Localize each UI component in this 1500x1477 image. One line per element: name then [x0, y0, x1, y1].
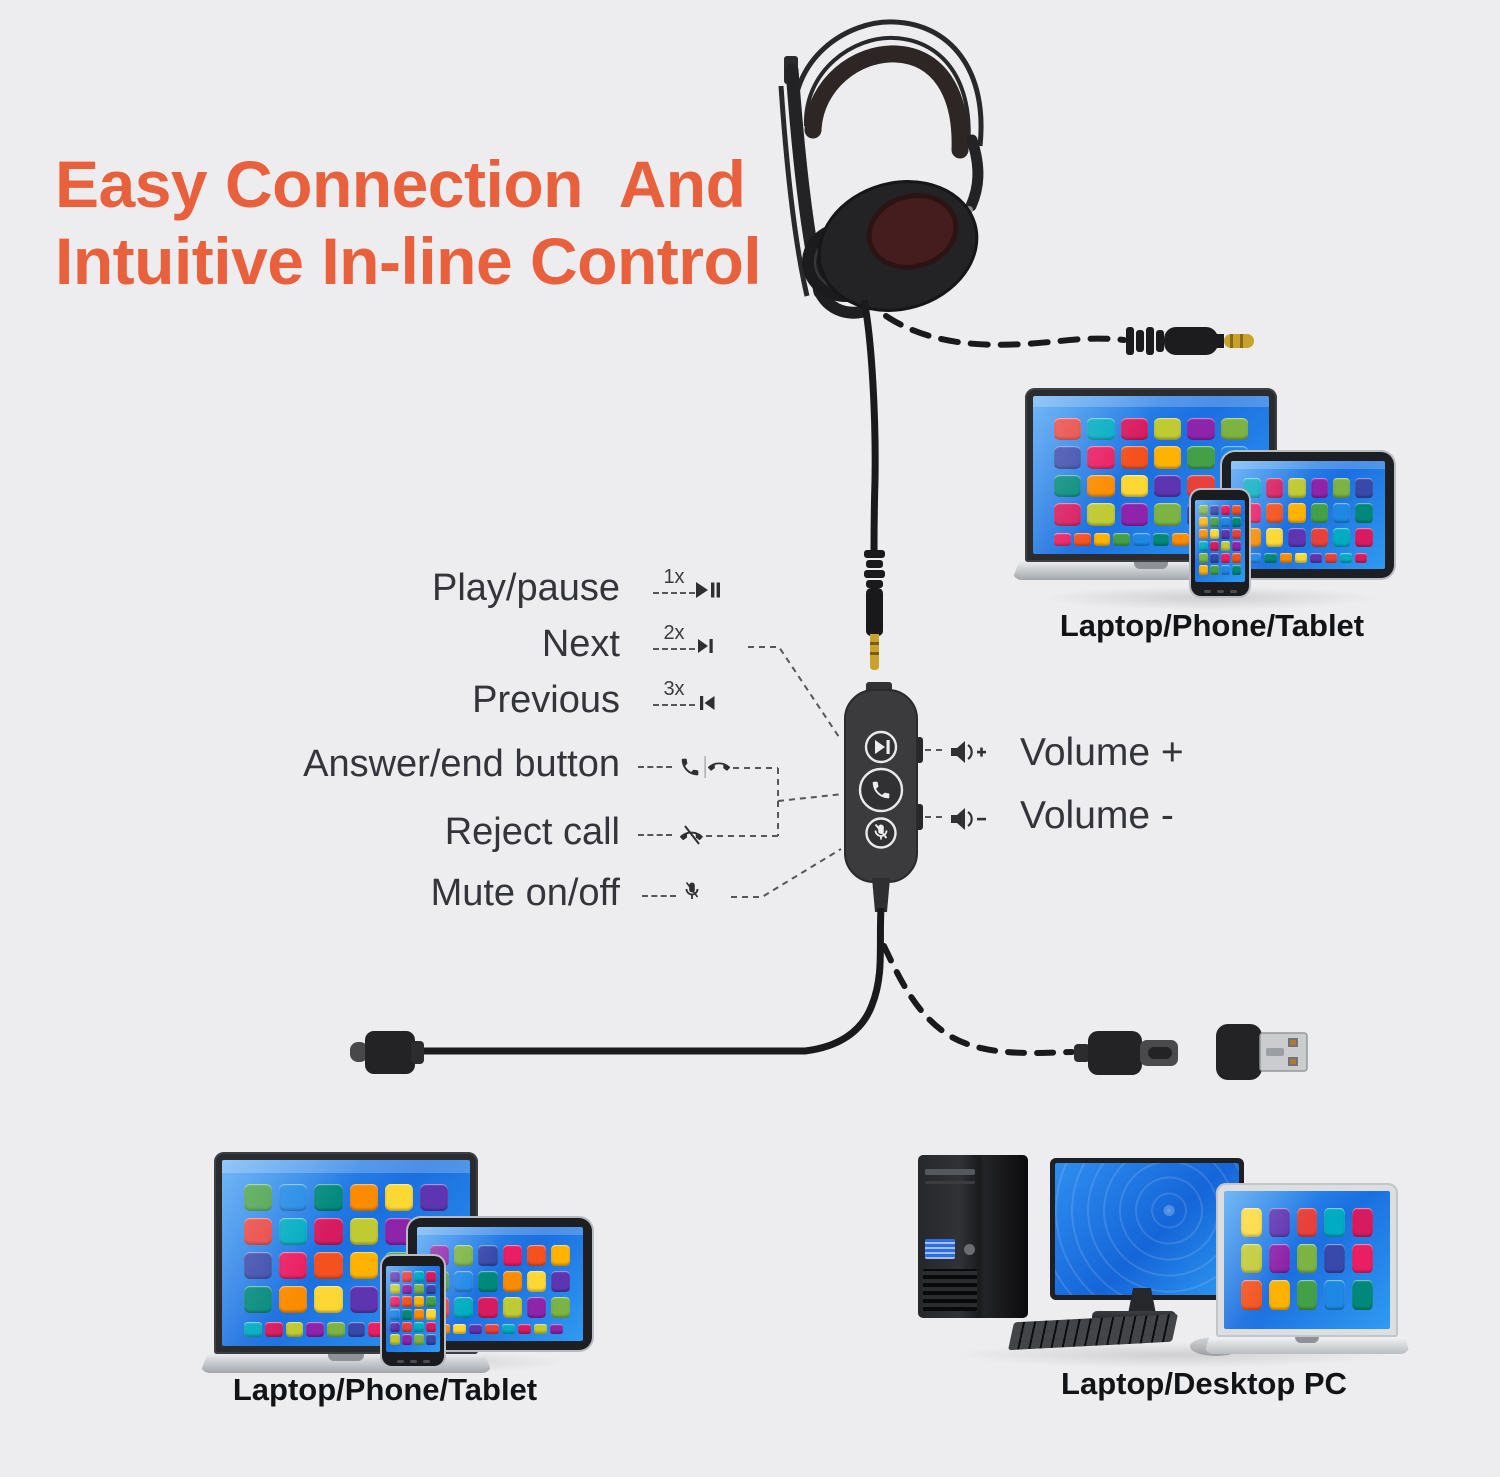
volume-up-rocker — [914, 737, 923, 763]
usb-c-connector-right — [1074, 1031, 1178, 1075]
tap-count-3x: 3x — [653, 678, 695, 706]
tablet-illustration — [1222, 452, 1394, 578]
tap-count-2x: 2x — [653, 622, 695, 650]
dashed-connector — [638, 834, 672, 836]
play-pause-icon — [696, 582, 720, 598]
headset-cable — [860, 299, 879, 553]
laptop-illustration — [1204, 1183, 1410, 1354]
device-caption-top-right: Laptop/Phone/Tablet — [1059, 608, 1365, 643]
control-label-mute: Mute on/off — [430, 872, 620, 914]
mute-mic-icon — [685, 882, 699, 899]
volume-down-rocker — [914, 804, 923, 830]
device-caption-bottom-right: Laptop/Desktop PC — [1061, 1366, 1347, 1401]
aux-plug-icon — [864, 550, 885, 670]
control-label-next: Next — [541, 623, 620, 665]
dashed-usb-cable — [881, 943, 1075, 1056]
dashed-connector — [653, 592, 695, 594]
remote-mute-button — [865, 817, 897, 849]
screen-statusbar — [1033, 396, 1269, 408]
remote-call-button — [858, 767, 904, 813]
control-label-previous: Previous — [472, 679, 620, 721]
speaker-minus-icon — [951, 808, 986, 830]
speaker-plus-icon — [951, 741, 986, 763]
desktop-tower-illustration — [918, 1155, 1028, 1318]
answer-end-call-icon — [681, 756, 731, 778]
dashed-connector — [653, 648, 695, 650]
inline-remote-illustration — [844, 682, 923, 912]
tablet-illustration — [408, 1218, 592, 1350]
control-label-reject-call: Reject call — [444, 811, 620, 853]
headset-illustration — [778, 19, 984, 319]
dashed-connector — [653, 704, 695, 706]
monitor-stand — [1128, 1288, 1156, 1314]
volume-down-label: Volume - — [1020, 794, 1174, 837]
monitor-illustration — [1050, 1158, 1244, 1300]
dashed-connector — [638, 766, 672, 768]
usb-cable — [424, 907, 885, 1055]
title-line1: Easy Connection And — [55, 147, 746, 221]
phone-illustration — [382, 1256, 444, 1366]
volume-up-label: Volume + — [1020, 731, 1184, 774]
audio-jack-icon — [1126, 327, 1254, 355]
usb-a-adapter — [1216, 1024, 1308, 1080]
callout-connectors — [706, 646, 947, 898]
device-caption-bottom-left: Laptop/Phone/Tablet — [232, 1372, 538, 1407]
control-label-play-pause: Play/pause — [431, 567, 620, 609]
reject-call-icon — [680, 825, 703, 845]
remote-play-pause-button — [864, 730, 898, 764]
usb-c-connector — [350, 1031, 424, 1074]
previous-track-icon — [700, 696, 715, 710]
control-label-answer-end: Answer/end button — [303, 743, 620, 785]
tap-count-1x: 1x — [653, 566, 695, 594]
dashed-aux-cable — [883, 313, 1127, 348]
next-track-icon — [698, 639, 713, 653]
phone-illustration — [1191, 490, 1249, 596]
dashed-connector — [642, 895, 676, 897]
title-line2: Intuitive In-line Control — [55, 224, 762, 298]
